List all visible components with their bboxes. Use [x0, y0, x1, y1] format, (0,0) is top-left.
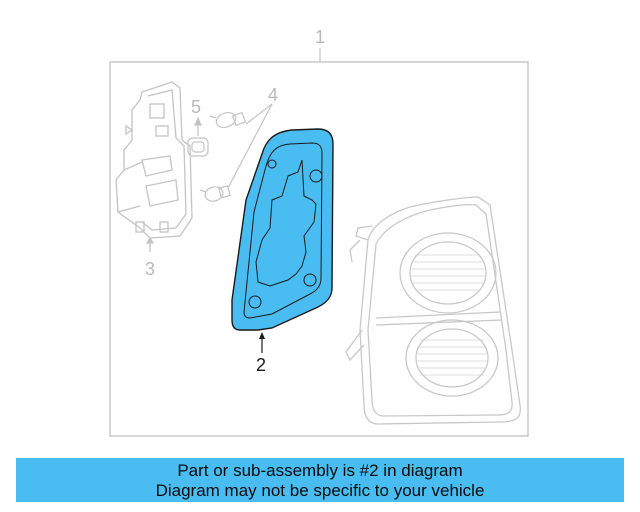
diagram-drawing [109, 48, 529, 437]
small-bulb-part-5 [187, 116, 209, 157]
socket-part-3 [115, 81, 193, 252]
gasket-part-2 [231, 128, 334, 353]
info-banner: Part or sub-assembly is #2 in diagram Di… [16, 458, 624, 502]
parts-diagram: 1 2 3 4 5 [109, 27, 529, 437]
bulbs-part-4 [199, 103, 273, 202]
callout-number-5: 5 [191, 97, 202, 117]
callout-number-1: 1 [315, 27, 326, 47]
banner-line-part-number: Part or sub-assembly is #2 in diagram [177, 461, 463, 480]
assembly-frame [109, 61, 529, 437]
callout-number-2: 2 [256, 355, 267, 375]
callout-number-3: 3 [145, 259, 156, 279]
lamp-housing [345, 196, 522, 425]
banner-line-disclaimer: Diagram may not be specific to your vehi… [155, 481, 485, 500]
callout-number-4: 4 [268, 85, 279, 105]
